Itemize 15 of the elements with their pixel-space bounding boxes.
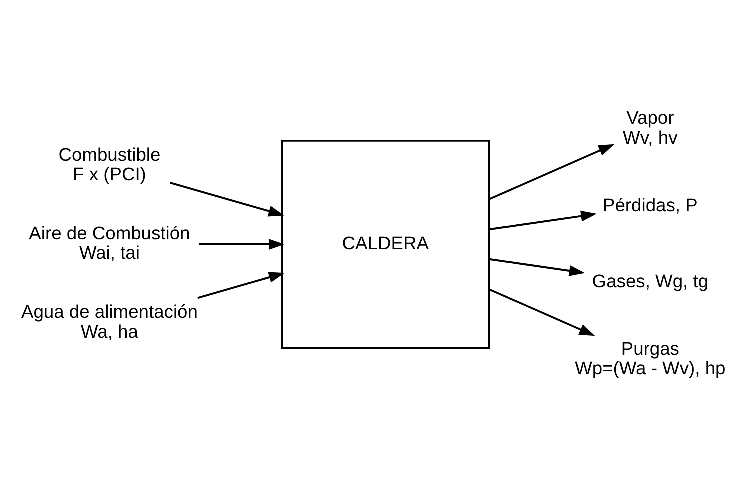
arrow — [199, 238, 285, 250]
arrow — [489, 288, 596, 336]
arrow — [489, 210, 597, 231]
arrow — [170, 182, 284, 217]
node-text: Combustible F x (PCI) — [58, 144, 161, 185]
node-text: Agua de alimentación Wa, ha — [21, 301, 198, 342]
node-text: Vapor Wv, hv — [623, 107, 678, 148]
arrow — [489, 144, 615, 200]
node-text: Purgas Wp=(Wa - Wv), hp — [575, 338, 726, 379]
arrow — [198, 272, 285, 300]
node-text: Gases, Wg, tg — [592, 270, 709, 292]
node-text: Aire de Combustión Wai, tai — [29, 222, 190, 264]
node-text: Pérdidas, P — [603, 194, 698, 216]
node-box: CALDERA — [281, 140, 490, 350]
arrow — [489, 258, 586, 276]
